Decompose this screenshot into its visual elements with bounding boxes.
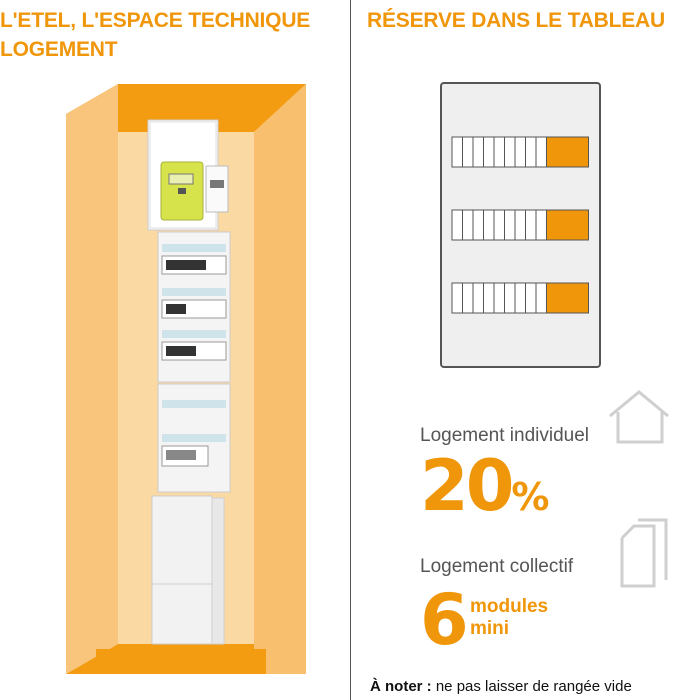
left-title: L'ETEL, L'ESPACE TECHNIQUE LOGEMENT (0, 6, 345, 64)
module-slot (483, 136, 495, 168)
reserve-block (546, 136, 589, 168)
left-title-line1: L'ETEL, L'ESPACE TECHNIQUE (0, 9, 311, 32)
etel-cabinet-illustration (66, 84, 306, 674)
individuel-value: 20 (420, 445, 514, 527)
module-slot (493, 209, 505, 241)
module-slot (462, 209, 474, 241)
module-slot (504, 282, 516, 314)
module-slot (451, 282, 463, 314)
module-slot (493, 136, 505, 168)
note-label: À noter : (370, 678, 432, 695)
module-slot (535, 209, 547, 241)
module-row (451, 282, 589, 314)
house-icon (604, 388, 674, 444)
module-slot (514, 209, 526, 241)
module-slot (493, 282, 505, 314)
note-text: ne pas laisser de rangée vide (431, 678, 632, 695)
module-slot (462, 136, 474, 168)
module-slot (504, 136, 516, 168)
percent-sign: % (511, 475, 550, 519)
reserve-block (546, 282, 589, 314)
module-slot (472, 136, 484, 168)
module-slot (535, 136, 547, 168)
module-slot (451, 209, 463, 241)
module-slot (483, 209, 495, 241)
collectif-value: 6 (420, 579, 469, 661)
stacked-pages-icon (620, 518, 670, 588)
label-collectif: Logement collectif (420, 556, 574, 577)
module-slot (525, 136, 537, 168)
collectif-unit-line2: mini (470, 618, 510, 639)
module-slot (451, 136, 463, 168)
collectif-unit: modules mini (470, 596, 580, 640)
vertical-divider (350, 0, 351, 700)
module-slot (535, 282, 547, 314)
module-row (451, 136, 589, 168)
module-slot (472, 209, 484, 241)
reserve-block (546, 209, 589, 241)
panel-reserve-diagram (440, 82, 601, 368)
module-slot (504, 209, 516, 241)
module-slot (525, 282, 537, 314)
left-title-line2: LOGEMENT (0, 38, 118, 61)
label-individuel: Logement individuel (420, 425, 590, 446)
individuel-percentage: 20% (420, 446, 550, 537)
module-slot (472, 282, 484, 314)
collectif-unit-line1: modules (470, 596, 549, 617)
module-slot (514, 136, 526, 168)
module-slot (483, 282, 495, 314)
note: À noter : ne pas laisser de rangée vide (370, 678, 632, 695)
module-slot (462, 282, 474, 314)
module-slot (514, 282, 526, 314)
module-slot (525, 209, 537, 241)
right-title: RÉSERVE DANS LE TABLEAU (367, 9, 665, 32)
module-row (451, 209, 589, 241)
